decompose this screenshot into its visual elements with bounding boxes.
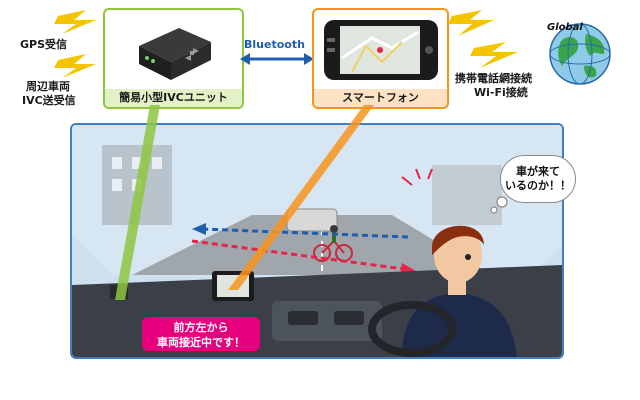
- warning-direction-arrow: [191, 239, 405, 271]
- ivc-label-line1: 周辺車両: [26, 80, 70, 93]
- warning-message: 前方左から 車両接近中です！: [142, 317, 260, 351]
- network-label-line1: 携帯電話網接続: [455, 72, 532, 85]
- smartphone-icon: [324, 20, 438, 80]
- lightning-icon: [54, 54, 96, 78]
- vehicle-approach-arrow: [201, 227, 409, 239]
- network-label-line2: Wi-Fi接続: [474, 86, 528, 99]
- bicycle-icon: [313, 225, 353, 262]
- thought-line1: 車が来て: [516, 165, 560, 178]
- ivc-unit-caption: 簡易小型IVCユニット: [105, 89, 242, 107]
- ivc-device-icon: [139, 28, 211, 80]
- ivc-label-line2: IVC送受信: [22, 94, 76, 107]
- bluetooth-arrow-icon: [240, 53, 314, 65]
- driving-scene: [70, 123, 564, 359]
- warning-line2: 車両接近中です！: [157, 336, 245, 349]
- thought-line2: いるのか！！: [505, 179, 571, 192]
- globe-label: Global: [547, 22, 583, 33]
- lightning-icon: [470, 42, 518, 68]
- globe-icon: [549, 23, 611, 85]
- network-lightning-icons: [470, 42, 518, 68]
- lightning-icon: [54, 10, 96, 34]
- thought-bubble-tail: [490, 196, 508, 214]
- ivc-unit-box: 簡易小型IVCユニット: [103, 8, 244, 109]
- lightning-icon: [448, 10, 494, 36]
- warning-line1: 前方左から: [173, 321, 229, 334]
- network-lightning-icons-2: [448, 10, 494, 36]
- driver-thought-bubble: 車が来て いるのか！！: [500, 155, 576, 203]
- gps-label: GPS受信: [20, 38, 68, 51]
- smartphone-caption: スマートフォン: [314, 89, 447, 107]
- bluetooth-label: Bluetooth: [244, 38, 305, 51]
- signal-lightning-icons: [54, 10, 96, 78]
- steering-wheel-icon: [368, 301, 456, 357]
- smartphone-box: スマートフォン: [312, 8, 449, 109]
